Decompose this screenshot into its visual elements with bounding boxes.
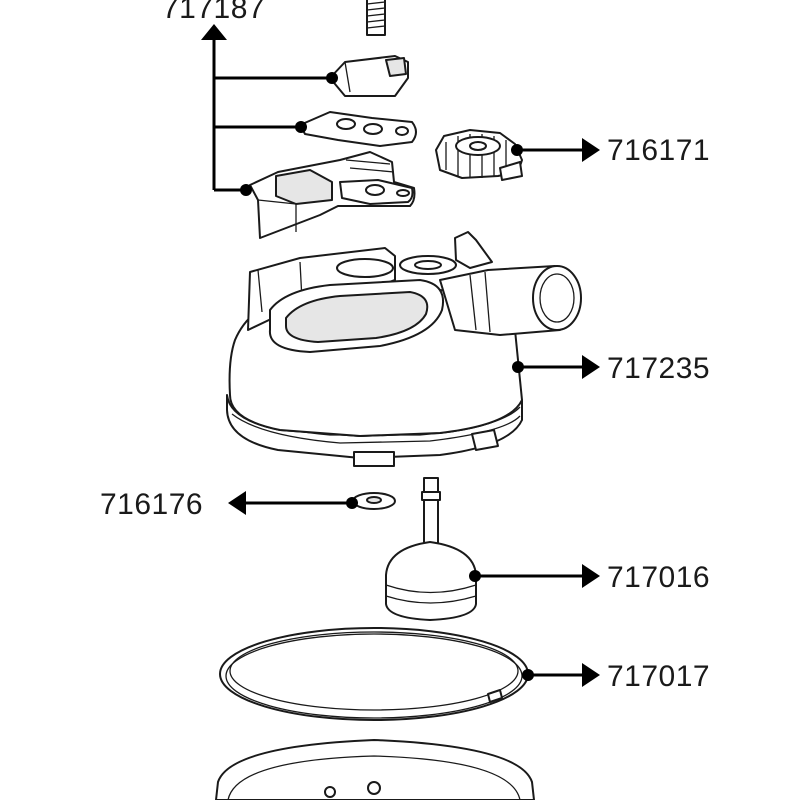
- label-717187: 717187: [162, 0, 265, 25]
- main-housing: [226, 231, 582, 467]
- base-part: [215, 739, 535, 800]
- label-717016: 717016: [607, 561, 710, 594]
- knob-part: [435, 129, 523, 181]
- label-716171: 716171: [607, 134, 710, 167]
- washer-part: [352, 492, 396, 510]
- label-717235: 717235: [607, 352, 710, 385]
- seal-ring-part: [219, 627, 529, 721]
- callout-717235-leader: [512, 355, 600, 379]
- screw: [366, 0, 386, 36]
- callout-716171-leader: [511, 138, 600, 162]
- impeller-part: [385, 477, 477, 621]
- clip-part: [329, 55, 409, 97]
- label-717017: 717017: [607, 660, 710, 693]
- callout-717016-leader: [469, 564, 600, 588]
- label-716176: 716176: [100, 488, 203, 521]
- upper-housing-bracket: [249, 151, 416, 239]
- callout-716176-leader: [228, 491, 358, 515]
- callout-717187-leader: [201, 24, 338, 196]
- callout-717017-leader: [522, 663, 600, 687]
- bracket-plate: [299, 111, 417, 147]
